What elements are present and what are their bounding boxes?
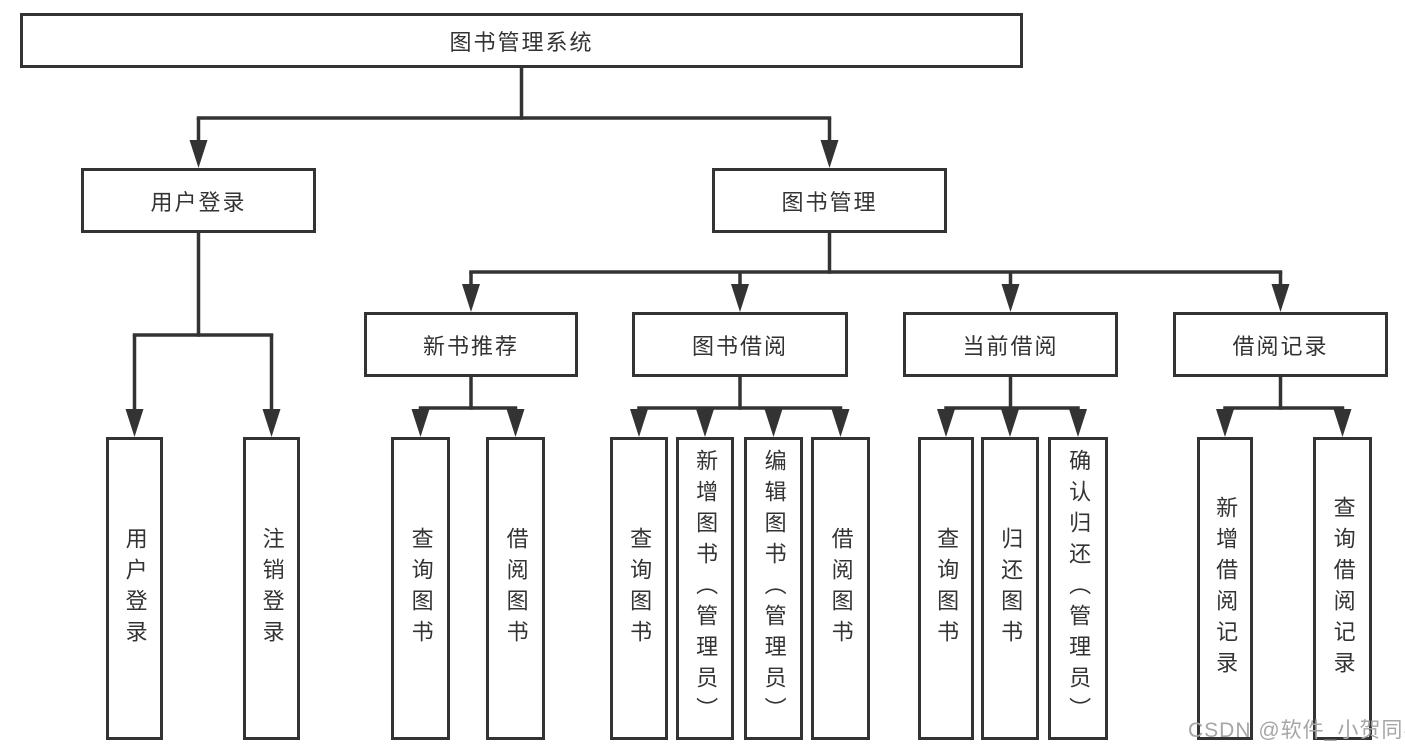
leaf-label: 新增借阅记录: [1213, 495, 1239, 682]
node-current-borrowing: 当前借阅: [903, 312, 1118, 377]
leaf-label: 新增图书（管理员）: [693, 449, 719, 728]
node-new-book-recommend: 新书推荐: [364, 312, 578, 377]
leaf-label: 查询借阅记录: [1330, 495, 1356, 682]
leaf-label: 查询图书: [408, 526, 434, 651]
leaf-label: 注销登录: [259, 526, 285, 651]
leaf-label: 借阅图书: [503, 526, 529, 651]
leaf-label: 查询图书: [934, 526, 960, 651]
node-borrowing-records: 借阅记录: [1173, 312, 1388, 377]
csdn-watermark: CSDN @软件_小贺同学: [1188, 719, 1405, 742]
leaf-logout: 注销登录: [243, 437, 300, 740]
leaf-label: 归还图书: [998, 526, 1024, 651]
leaf-edit-book-admin: 编辑图书（管理员）: [744, 437, 803, 740]
node-book-borrowing: 图书借阅: [632, 312, 848, 377]
leaf-label: 借阅图书: [828, 526, 854, 651]
leaf-query-books-recommend: 查询图书: [391, 437, 450, 740]
leaf-query-books-current: 查询图书: [918, 437, 974, 740]
leaf-add-book-admin: 新增图书（管理员）: [676, 437, 734, 740]
leaf-user-login: 用户登录: [106, 437, 163, 740]
leaf-label: 确认归还（管理员）: [1066, 449, 1092, 728]
node-root: 图书管理系统: [20, 13, 1023, 68]
leaf-query-borrow-record: 查询借阅记录: [1313, 437, 1372, 740]
leaf-confirm-return-admin: 确认归还（管理员）: [1048, 437, 1108, 740]
leaf-borrow-books-recommend: 借阅图书: [486, 437, 545, 740]
node-user-login: 用户登录: [81, 168, 316, 233]
leaf-label: 编辑图书（管理员）: [761, 449, 787, 728]
leaf-label: 用户登录: [122, 526, 148, 651]
leaf-query-books-borrowing: 查询图书: [610, 437, 668, 740]
leaf-borrow-books-borrowing: 借阅图书: [811, 437, 870, 740]
leaf-label: 查询图书: [627, 526, 653, 651]
leaf-return-book: 归还图书: [981, 437, 1039, 740]
node-book-management: 图书管理: [712, 168, 947, 233]
leaf-add-borrow-record: 新增借阅记录: [1197, 437, 1253, 740]
